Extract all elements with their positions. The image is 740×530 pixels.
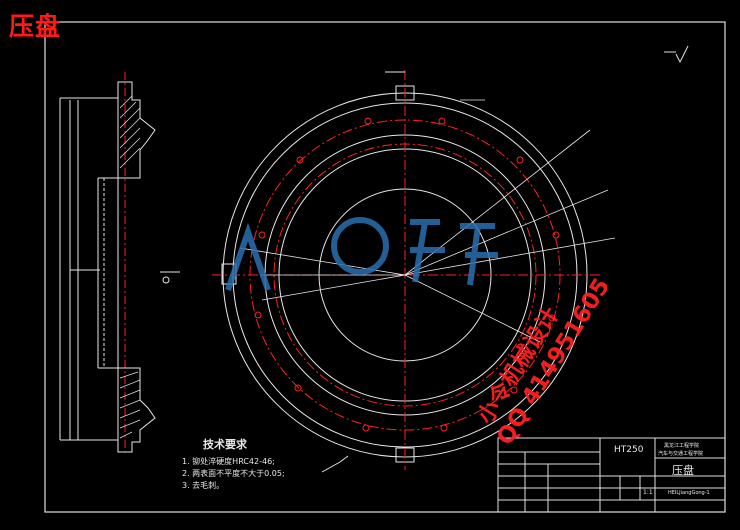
drawing-title: 压盘 [9,12,62,41]
bolt-holes [254,117,560,432]
school-name-line2: 汽车与交通工程学院 [658,451,704,457]
surface-finish-symbol [664,45,689,64]
scale-value: 1:1 [643,489,653,496]
tech-requirement-3: 3. 去毛刺。 [182,481,225,490]
lug-top [395,85,415,101]
front-view [212,70,616,473]
school-name-line1: 黑龙江工程学院 [664,443,700,449]
dimension-leaders [239,99,616,343]
part-name: 压盘 [672,464,694,477]
section-cut-marks [321,71,405,473]
section-hatching [119,95,141,439]
title-block [497,437,726,513]
logo-watermark [225,217,498,291]
tech-requirement-1: 1. 铆处淬硬度HRC42-46; [182,457,275,466]
material-label: HT250 [614,445,644,455]
side-section-view [59,72,180,453]
tech-requirements-heading: 技术要求 [203,438,247,451]
drawing-number: HEILJiangGong-1 [668,490,710,496]
drawing-border [44,21,726,513]
tech-requirement-2: 2. 两表面不平度不大于0.05; [182,469,285,478]
